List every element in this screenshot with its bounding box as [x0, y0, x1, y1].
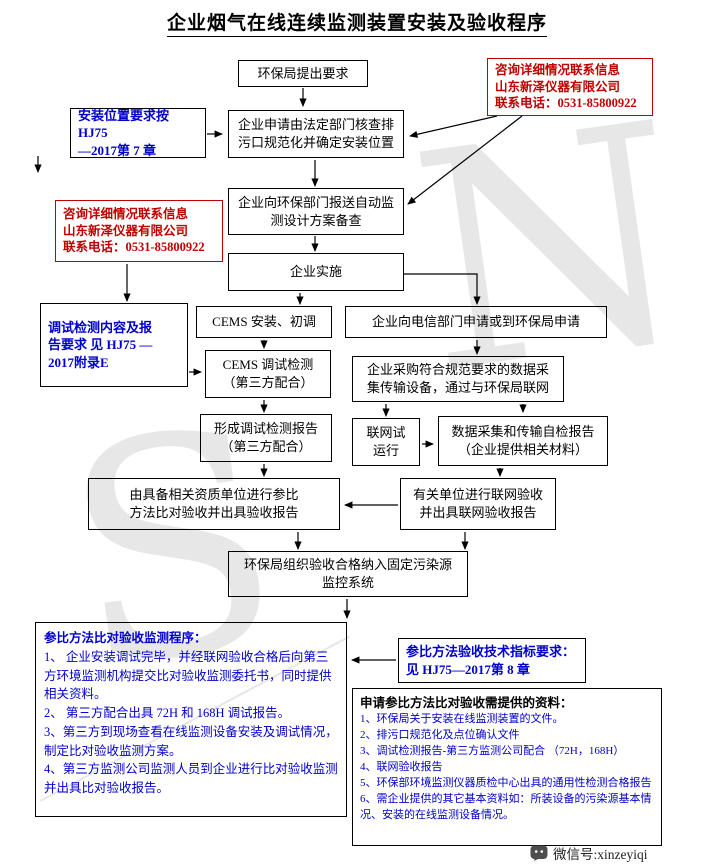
materials-item: 1、环保局关于安装在线监测装置的文件。 — [360, 713, 564, 726]
materials-item: 4、联网验收报告 — [360, 760, 443, 773]
required-materials-box: 申请参比方法比对验收需提供的资料： 1、环保局关于安装在线监测装置的文件。 2、… — [352, 688, 662, 846]
node-purchase-data-equipment: 企业采购符合规范要求的数据采 集传输设备，通过与环保局联网 — [352, 356, 564, 402]
wechat-footer: 微信号:xinzeyiqi — [530, 843, 648, 863]
procedure-item: 2、 第三方配合出具 72H 和 168H 调试报告。 — [44, 706, 291, 720]
page-title: 企业烟气在线连续监测装置安装及验收程序 — [0, 8, 714, 37]
wechat-icon — [530, 845, 548, 861]
node-debug-test-report: 形成调试检测报告 （第三方配合） — [200, 414, 332, 462]
note-tech-requirements: 参比方法验收技术指标要求： 见 HJ75—2017第 8 章 — [398, 638, 586, 683]
node-network-acceptance: 有关单位进行联网验收 并出具联网验收报告 — [400, 478, 556, 530]
contact-info-right: 咨询详细情况联系信息 山东新泽仪器有限公司 联系电话：0531-85800922 — [487, 58, 653, 116]
wechat-id-text: 微信号:xinzeyiqi — [553, 847, 648, 862]
materials-item: 6、需企业提供的其它基本资料如：所装设备的污染源基本情况、安装的在线监测设备情况… — [360, 792, 652, 821]
materials-item: 2、排污口规范化及点位确认文件 — [360, 729, 520, 742]
node-epb-acceptance: 环保局组织验收合格纳入固定污染源 监控系统 — [228, 551, 468, 597]
comparison-procedure-box: 参比方法比对验收监测程序： 1、 企业安装调试完毕，并经联网验收合格后向第三方环… — [35, 622, 347, 817]
note-debug-requirements: 调试检测内容及报 告要求 见 HJ75 — 2017附录E — [40, 303, 188, 387]
node-comparison-acceptance: 由具备相关资质单位进行参比 方法比对验收并出具验收报告 — [88, 478, 340, 530]
node-apply-outfall-check: 企业申请由法定部门核查排 污口规范化并确定安装位置 — [228, 110, 404, 158]
note-install-position: 安装位置要求按 HJ75 —2017第 7 章 — [70, 108, 206, 158]
materials-title: 申请参比方法比对验收需提供的资料： — [360, 696, 573, 710]
materials-item: 5、环保部环境监测仪器质检中心出具的通用性检测合格报告 — [360, 776, 652, 789]
materials-item: 3、调试检测报告-第三方监测公司配合 （72H，168H） — [360, 745, 625, 757]
procedure-title: 参比方法比对验收监测程序： — [44, 631, 207, 645]
node-epb-request: 环保局提出要求 — [238, 60, 368, 87]
procedure-item: 3、第三方到现场查看在线监测设备安装及调试情况，制定比对验收监测方案。 — [44, 724, 338, 758]
node-enterprise-implement: 企业实施 — [228, 253, 404, 291]
procedure-item: 4、第三方监测公司监测人员到企业进行比对验收监测并出具比对验收报告。 — [44, 762, 338, 795]
node-report-design-plan: 企业向环保部门报送自动监 测设计方案备查 — [228, 188, 404, 235]
contact-info-left: 咨询详细情况联系信息 山东新泽仪器有限公司 联系电话：0531-85800922 — [55, 200, 223, 262]
node-network-trial-run: 联网试 运行 — [352, 418, 420, 466]
node-cems-debug-test: CEMS 调试检测 （第三方配合） — [205, 350, 331, 398]
node-telecom-apply: 企业向电信部门申请或到环保局申请 — [345, 306, 607, 338]
node-cems-install: CEMS 安装、初调 — [196, 306, 332, 338]
node-selfcheck-report: 数据采集和传输自检报告 （企业提供相关材料） — [438, 416, 608, 466]
procedure-item: 1、 企业安装调试完毕，并经联网验收合格后向第三方环境监测机构提交比对验收监测委… — [44, 649, 332, 702]
